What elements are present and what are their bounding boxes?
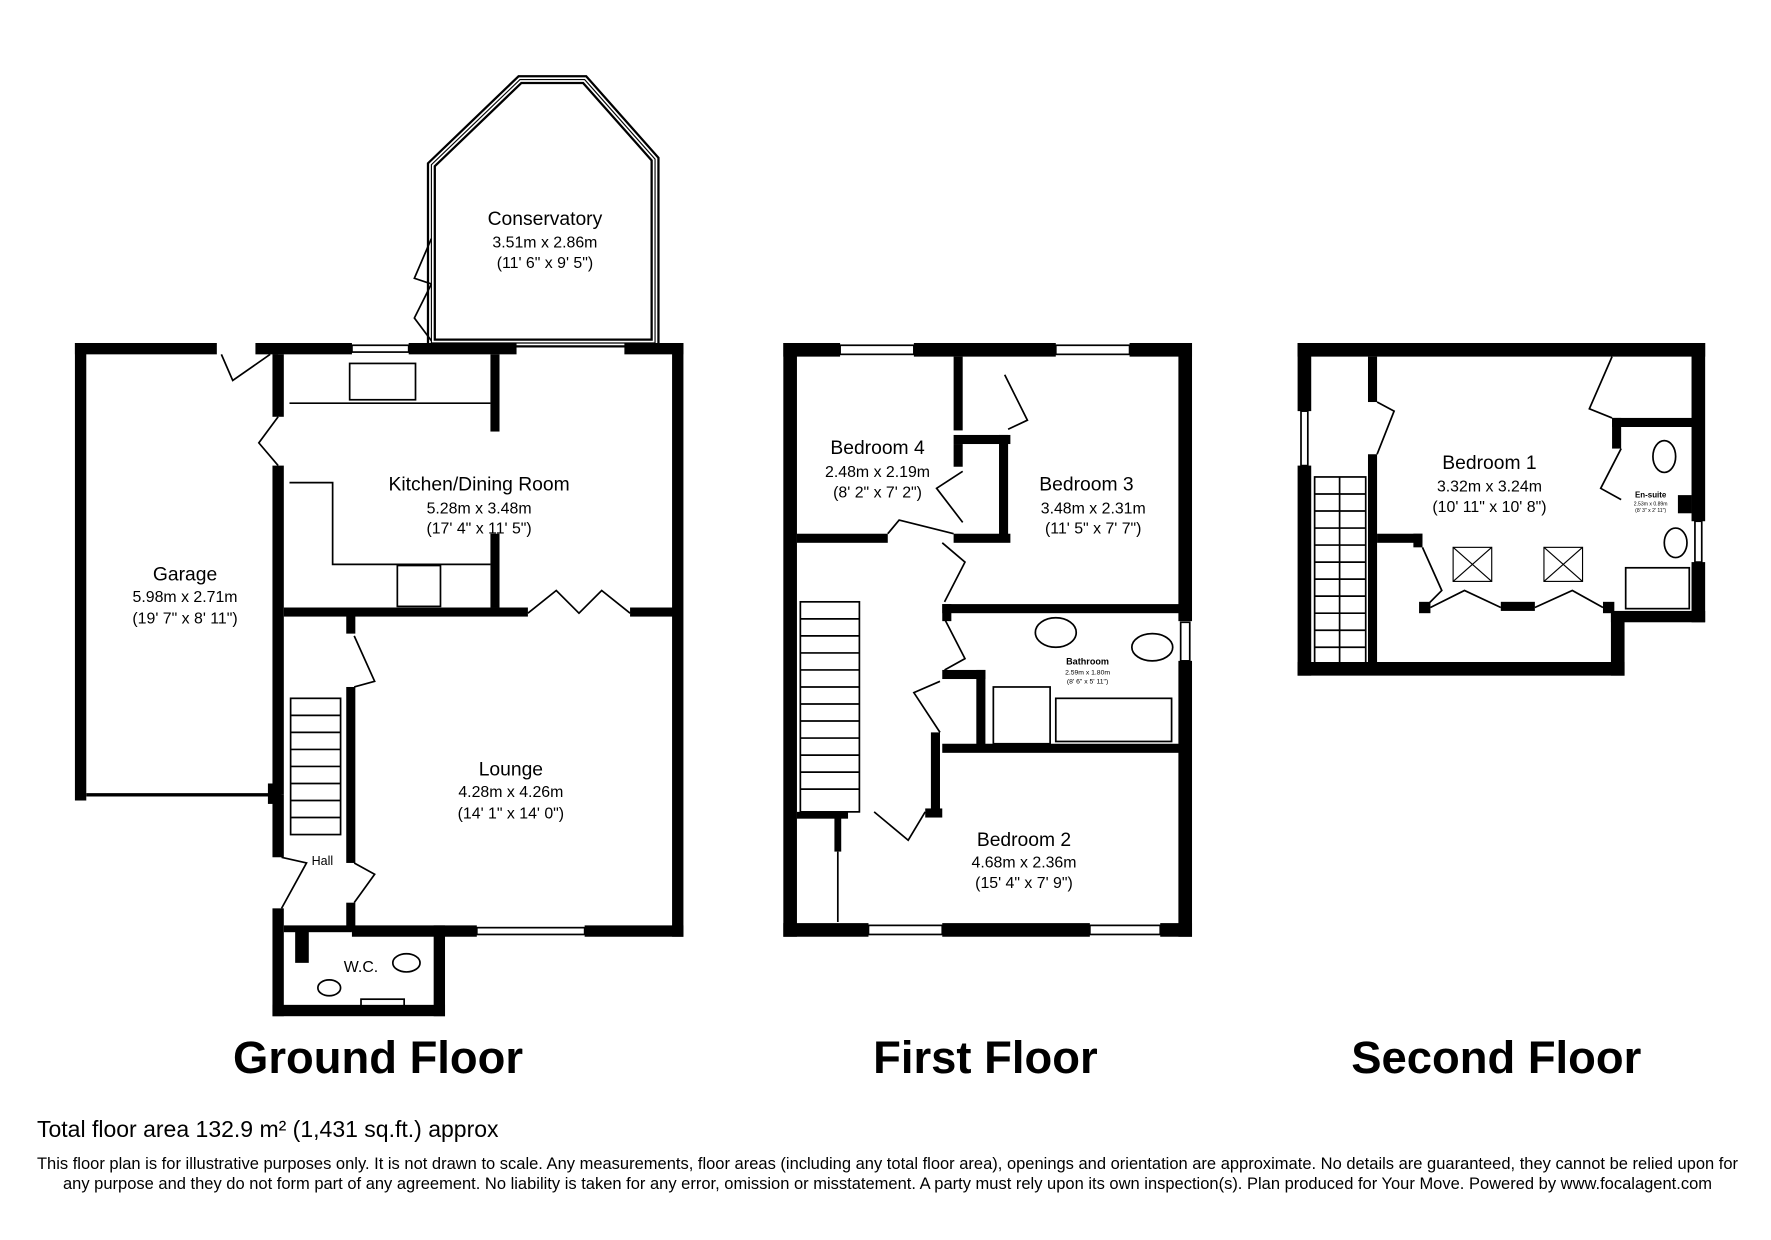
toilet-icon [391,952,421,973]
room-dim-imperial: (14' 1" x 14' 0") [458,806,564,823]
room-name-wc: W.C. [344,959,378,976]
total-floor-area: Total floor area 132.9 m² (1,431 sq.ft.)… [37,1116,499,1142]
room-dim-metric: 5.98m x 2.71m [133,589,238,606]
basin-icon [317,979,342,997]
room-name-bedroom-2: Bedroom 2 [977,830,1071,851]
room-dim-imperial: (11' 6" x 9' 5") [497,255,593,272]
door-icons [836,374,1029,922]
stairs-icon [1313,476,1367,666]
skylight-icons [1452,546,1584,582]
room-name-bedroom-1: Bedroom 1 [1442,453,1536,474]
room-dim-imperial: (17' 4" x 11' 5") [426,521,531,538]
basin-icon [1034,616,1078,649]
room-name-conservatory: Conservatory [488,209,603,230]
room-dim-metric: 2.59m x 1.80m [1065,669,1110,676]
hob-icon [396,564,442,608]
floor-title-second: Second Floor [1351,1032,1641,1083]
room-dim-imperial: (15' 4" x 7' 9") [975,875,1073,892]
second-floor-plan: Bedroom 1 3.32m x 3.24m (10' 11" x 10' 8… [1297,342,1706,1083]
stairs-icon [289,697,342,836]
room-name-bedroom-4: Bedroom 4 [830,438,925,459]
room-dim-metric: 3.48m x 2.31m [1041,500,1146,517]
room-dim-imperial: (8' 3" x 2' 11") [1635,508,1666,514]
room-name-hall: Hall [312,854,333,868]
disclaimer: This floor plan is for illustrative purp… [36,1155,1739,1193]
door-icons [1376,356,1622,609]
basin-icon [1663,527,1688,559]
room-dim-metric: 3.32m x 3.24m [1437,479,1542,496]
room-name-lounge: Lounge [479,760,543,781]
room-dim-imperial: (8' 2" x 7' 2") [833,484,922,501]
toilet-icon [1652,439,1677,474]
room-name-kitchen: Kitchen/Dining Room [389,475,570,496]
room-dim-imperial: (11' 5" x 7' 7") [1045,521,1141,538]
sink-icon [348,362,417,401]
room-name-bathroom: Bathroom [1066,656,1109,666]
ground-floor-plan: Conservatory 3.51m x 2.86m (11' 6" x 9' … [74,75,684,1083]
room-dim-metric: 2.48m x 2.19m [825,464,930,481]
first-floor-plan: Bedroom 4 2.48m x 2.19m (8' 2" x 7' 2") … [783,342,1193,1083]
room-dim-metric: 3.51m x 2.86m [492,235,597,252]
floor-title-ground: Ground Floor [233,1032,523,1083]
room-dim-imperial: (10' 11" x 10' 8") [1432,499,1546,516]
shower-icon [1624,566,1691,610]
room-name-en-suite: En-suite [1635,490,1667,499]
room-dim-metric: 2.53m x 0.89m [1634,501,1668,507]
room-name-garage: Garage [153,564,217,585]
room-name-bedroom-3: Bedroom 3 [1039,475,1133,496]
stairs-icon [799,600,861,813]
room-dim-metric: 5.28m x 3.48m [427,500,532,517]
room-dim-metric: 4.28m x 4.26m [458,784,563,801]
door-icons [220,238,631,909]
bath-icon [1054,697,1173,743]
room-dim-metric: 4.68m x 2.36m [971,854,1076,871]
toilet-icon [1130,632,1174,662]
room-dim-imperial: (8' 6" x 5' 11") [1067,679,1108,686]
shower-icon [992,686,1051,745]
room-dim-imperial: (19' 7" x 8' 11") [132,610,237,627]
floor-title-first: First Floor [873,1032,1098,1083]
